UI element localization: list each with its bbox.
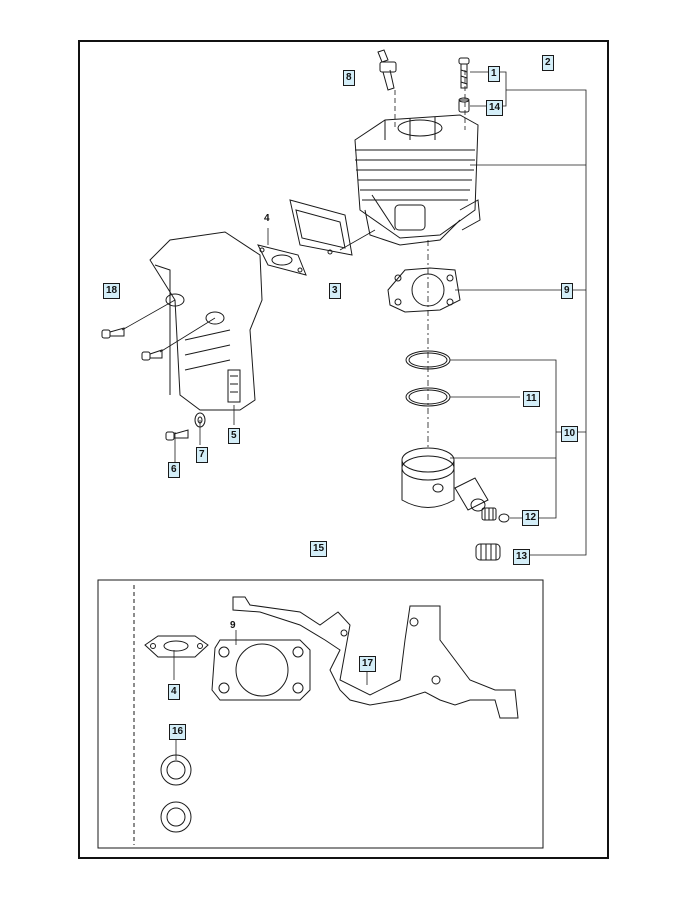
callout-4: 4	[264, 213, 270, 224]
washer-7	[194, 412, 206, 428]
callout-kit-9: 9	[230, 620, 236, 631]
muffler-screw-top	[101, 327, 125, 339]
callout-5: 5	[228, 428, 240, 444]
callout-14: 14	[486, 100, 504, 116]
callout-18: 18	[103, 283, 121, 299]
gasket-kit-panel	[97, 579, 544, 849]
screw-6	[165, 429, 189, 441]
callout-kit-4: 4	[168, 684, 180, 700]
callout-16: 16	[169, 724, 187, 740]
kit-crankcase-gasket	[232, 596, 519, 719]
cylinder-base-gasket	[387, 267, 461, 313]
cylinder	[354, 114, 481, 246]
callout-13: 13	[513, 549, 531, 565]
kit-flange-gasket	[144, 635, 209, 658]
spark-plug	[377, 49, 397, 91]
callout-15: 15	[310, 541, 328, 557]
callout-6: 6	[168, 462, 180, 478]
needle-bearing-13	[475, 543, 501, 561]
callout-7: 7	[196, 447, 208, 463]
needle-bearing-12	[481, 507, 510, 523]
diagram-frame	[78, 40, 609, 859]
muffler-screw-mid	[141, 349, 163, 361]
callout-8: 8	[343, 70, 355, 86]
piston-pin	[454, 477, 489, 512]
muffler	[149, 231, 263, 411]
callout-17: 17	[359, 656, 377, 672]
callout-3: 3	[329, 283, 341, 299]
piston-rings	[405, 350, 451, 407]
flange-gasket	[257, 244, 307, 276]
callout-1: 1	[488, 66, 500, 82]
kit-seal-bottom	[160, 801, 192, 833]
callout-9: 9	[561, 283, 573, 299]
kit-seal-top	[160, 754, 192, 786]
callout-11: 11	[523, 391, 540, 407]
piston	[401, 447, 455, 508]
sleeve	[458, 97, 470, 113]
intake-flange	[289, 199, 353, 256]
callout-12: 12	[522, 510, 540, 526]
callout-2: 2	[542, 55, 554, 71]
kit-cylinder-gasket	[211, 639, 311, 701]
callout-10: 10	[561, 426, 579, 442]
cylinder-bolt	[458, 57, 470, 89]
